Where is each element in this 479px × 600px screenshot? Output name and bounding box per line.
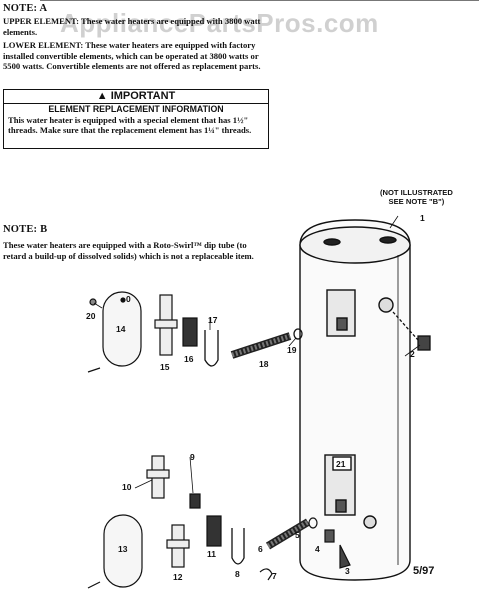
important-subtitle: ELEMENT REPLACEMENT INFORMATION xyxy=(48,104,224,114)
part-16-thermostat xyxy=(182,317,198,347)
important-body: This water heater is equipped with a spe… xyxy=(8,115,252,136)
note-b-heading: NOTE: B xyxy=(3,224,48,235)
part-2-relief-valve xyxy=(392,311,431,351)
note-a-upper: UPPER ELEMENT: These water heaters are e… xyxy=(3,16,265,37)
part-5-gasket xyxy=(308,517,318,529)
part-label: 6 xyxy=(258,544,263,554)
part-label: 14 xyxy=(116,324,126,334)
part-label: 2 xyxy=(410,349,415,359)
part-17-retainer-clip xyxy=(204,330,219,367)
upper-element-text: These water heaters are equipped with 38… xyxy=(3,16,261,37)
part-3-drain-valve xyxy=(339,544,351,569)
lower-element-label: LOWER ELEMENT: xyxy=(3,40,84,50)
part-7-hose-adapter xyxy=(259,568,273,581)
part-4-drain-fitting xyxy=(324,529,335,543)
important-box: ▲ IMPORTANT ELEMENT REPLACEMENT INFORMAT… xyxy=(3,89,269,149)
part-label: 8 xyxy=(235,569,240,579)
part-18-upper-element xyxy=(230,332,292,359)
arrow-icon xyxy=(87,367,101,373)
part-labels: 1 2 3 4 5 6 7 8 9 10 11 12 13 14 15 16 1… xyxy=(86,213,425,582)
note-a-lower: LOWER ELEMENT: These water heaters are e… xyxy=(3,40,265,72)
part-label: 11 xyxy=(207,549,216,559)
part-15-thermostat-bracket xyxy=(154,294,178,356)
part-label: 5 xyxy=(295,530,300,540)
note-a-heading: NOTE: A xyxy=(3,3,48,14)
important-title: ▲ IMPORTANT xyxy=(4,90,268,104)
part-label: 10 xyxy=(122,482,132,492)
part-9-lower-thermostat xyxy=(189,493,201,509)
leader-lines xyxy=(93,215,421,494)
arrow-icon xyxy=(87,581,101,589)
watermark: AppliancePartsPros.com xyxy=(60,8,379,38)
part-label: 12 xyxy=(173,572,183,582)
part-label: 9 xyxy=(190,452,195,462)
part-label: 20 xyxy=(86,311,96,321)
part-11-lower-thermostat xyxy=(206,515,222,547)
page-top-rule xyxy=(40,0,479,5)
part-13-lower-cover xyxy=(103,514,143,588)
part-6-lower-element xyxy=(265,518,311,550)
part-label: 0 xyxy=(126,294,131,304)
upper-element-label: UPPER ELEMENT: xyxy=(3,16,79,26)
part-label: 17 xyxy=(208,315,218,325)
part-label: 3 xyxy=(345,566,350,576)
not-illustrated-note: (NOT ILLUSTRATED SEE NOTE "B") xyxy=(380,188,453,206)
part-label: 1 xyxy=(420,213,425,223)
water-heater-tank xyxy=(299,219,411,581)
lower-element-text: These water heaters are equipped with fa… xyxy=(3,40,261,72)
part-label: 7 xyxy=(272,571,277,581)
part-label: 21 xyxy=(336,459,346,469)
part-label: 15 xyxy=(160,362,170,372)
part-label: 13 xyxy=(118,544,128,554)
part-label: 4 xyxy=(315,544,320,554)
diagram-code: 5/97 xyxy=(413,565,435,577)
part-10-lower-bracket xyxy=(146,455,170,499)
part-19-gasket xyxy=(293,328,303,340)
part-label: 16 xyxy=(184,354,194,364)
part-12-lower-bracket xyxy=(166,524,190,568)
part-label: 18 xyxy=(259,359,269,369)
part-14-access-cover xyxy=(102,291,142,367)
warning-triangle-icon: ▲ xyxy=(96,90,108,102)
part-8-lower-clip xyxy=(231,528,245,565)
part-label: 19 xyxy=(287,345,297,355)
note-b-text: These water heaters are equipped with a … xyxy=(3,240,254,261)
